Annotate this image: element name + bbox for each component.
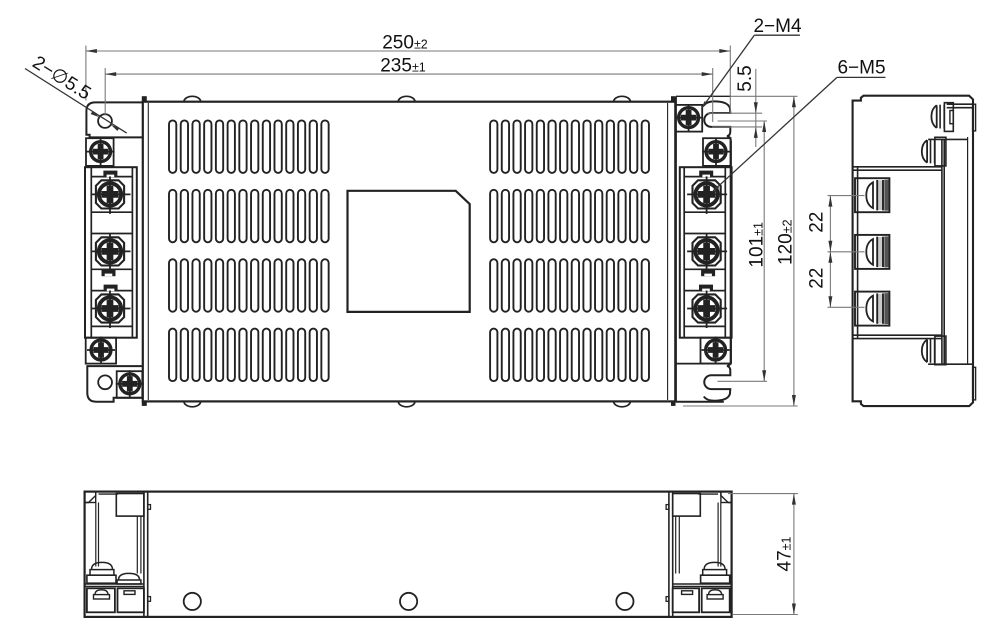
svg-text:2−M4: 2−M4	[753, 16, 801, 37]
svg-text:22: 22	[807, 212, 828, 233]
svg-text:6−M5: 6−M5	[837, 58, 885, 79]
svg-text:101±1: 101±1	[746, 222, 767, 268]
svg-text:250±2: 250±2	[382, 32, 428, 53]
svg-text:47±1: 47±1	[775, 536, 796, 571]
svg-text:5.5: 5.5	[735, 65, 756, 91]
svg-text:235±1: 235±1	[380, 56, 426, 77]
svg-text:22: 22	[807, 268, 828, 289]
svg-text:120±2: 120±2	[776, 219, 797, 265]
